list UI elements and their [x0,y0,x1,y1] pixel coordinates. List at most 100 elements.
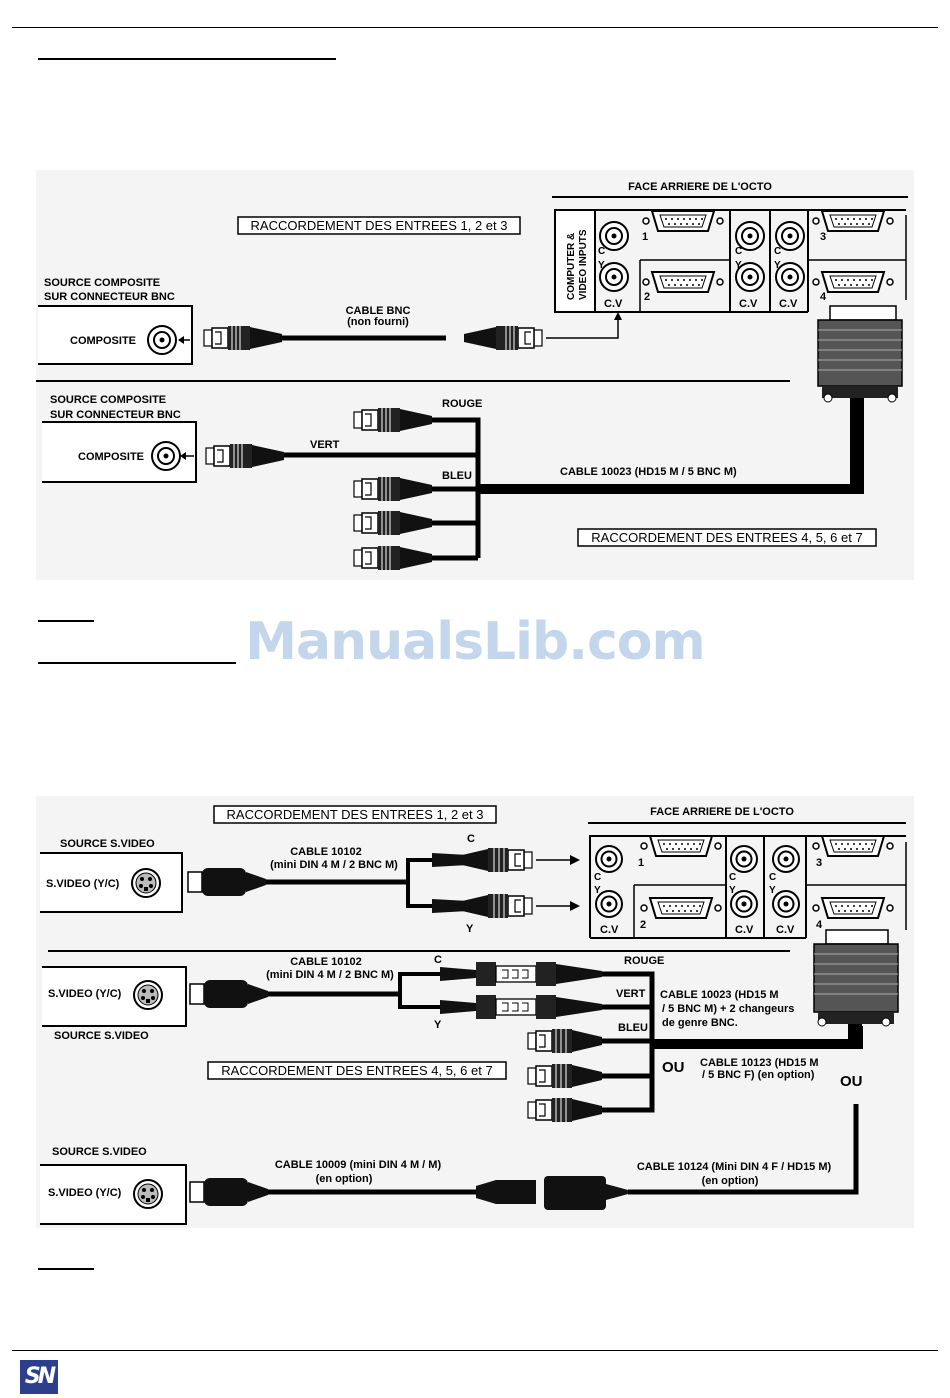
bnc-plug-extra-1 [353,510,433,536]
d2-heading-b: RACCORDEMENT DES ENTREES 4, 5, 6 et 7 [221,1063,492,1078]
d2-input-number-2: 2 [640,919,646,931]
d2-port-cv-label: C.V [735,924,754,936]
d2-heading-a-box [213,805,497,824]
input-panel-label-2: VIDEO INPUTS [578,229,589,300]
d2-svideo-label-3: S.VIDEO (Y/C) [48,1187,122,1199]
label-vert: VERT [310,439,340,451]
input-number-3: 3 [820,231,826,243]
d2-hd15-port-1 [640,835,722,857]
source-1-label: COMPOSITE [70,335,136,347]
d2-port-y-label: Y [729,885,736,896]
d2-y-label: Y [466,923,474,935]
diagram-svideo-connections: RACCORDEMENT DES ENTREES 1, 2 et 3 FACE … [40,805,907,1225]
d2-input-number-1: 1 [638,857,644,869]
brand-logo: SN [20,1360,58,1394]
input-number-4: 4 [820,291,827,303]
bnc-cable-plug-left [203,325,283,351]
d2-bnc-jack-c-1 [595,845,623,873]
label-bleu: BLEU [442,470,472,482]
port-y-label: Y [735,260,742,271]
d2-hd15-port-3 [812,835,894,857]
watermark: ManualsLib.com [245,612,705,672]
d2-mini-din-jack-3 [133,1179,163,1209]
hd15-port-2 [642,271,724,293]
port-cv-label: C.V [604,298,623,310]
port-cv-label: C.V [739,298,758,310]
port-y-label: Y [774,260,781,271]
d2-din-plug-2 [189,979,269,1009]
section-title-underline-1 [38,58,336,60]
footer-rule [12,1350,938,1351]
d2-rear-panel: C Y C.V C Y C.V C Y C.V 1 2 3 4 [589,835,907,939]
d2-cable-10124-sublabel: (en option) [702,1175,759,1187]
port-c-label: C [774,246,781,257]
source-2-label: COMPOSITE [78,451,144,463]
bnc-plug-vert [205,443,285,469]
d2-source-svideo-1: SOURCE S.VIDEO [60,838,155,850]
d2-face-title: FACE ARRIERE DE L'OCTO [650,806,794,818]
input-number-2: 2 [644,291,650,303]
d2-cable-10102-label: CABLE 10102 [290,846,362,858]
cable-bnc-label: CABLE BNC [346,305,411,317]
header-rule [12,27,938,28]
d2-bnc-plug-extra-2 [527,1097,603,1123]
note-underline-1 [38,620,94,622]
d2-cable-10023-line-3: de genre BNC. [662,1017,738,1029]
d2-din-plug-1 [187,867,267,897]
d2-bnc-jack-c-2 [730,845,758,873]
hd15-port-1 [642,210,724,232]
hd15-port-4 [812,271,894,293]
label-rouge: ROUGE [442,398,482,410]
d2-c-label: C [467,833,475,845]
hd15-port-3 [812,210,894,232]
port-c-label: C [735,246,742,257]
d2-cable-10023-line-1: CABLE 10023 (HD15 M [660,989,779,1001]
d2-source-svideo-2: SOURCE S.VIDEO [54,1030,149,1042]
d2-cable-10102-label-2: CABLE 10102 [290,956,362,968]
d2-bnc-jack-c-3 [772,845,800,873]
heading-a: RACCORDEMENT DES ENTREES 1, 2 et 3 [251,218,508,233]
d2-hd15-port-4 [812,897,894,919]
d2-port-y-label: Y [594,885,601,896]
heading-a-box [237,216,521,235]
d2-cable-10023-line-2: / 5 BNC M) + 2 changeurs [662,1003,794,1015]
d2-heading-a: RACCORDEMENT DES ENTREES 1, 2 et 3 [227,807,484,822]
bnc-plug-rouge [353,407,433,433]
source-1-line-2: SUR CONNECTEUR BNC [44,291,175,303]
source-2-bnc-jack [151,441,181,471]
d2-c-label-2: C [434,954,442,966]
d2-din-plug-3 [189,1177,269,1207]
face-title: FACE ARRIERE DE L'OCTO [628,181,772,193]
d2-cable-10009-label: CABLE 10009 (mini DIN 4 M / M) [275,1159,442,1171]
source-1-bnc-jack [147,325,177,355]
d2-port-c-label: C [729,872,736,883]
d2-port-cv-label: C.V [776,924,795,936]
d2-port-y-label: Y [769,885,776,896]
d2-cable-10102-sublabel: (mini DIN 4 M / 2 BNC M) [270,859,398,871]
cable-bnc-sublabel: (non fourni) [347,316,409,328]
d2-port-c-label: C [769,872,776,883]
d2-mini-din-jack-1 [131,868,161,898]
d2-hd15-port-2 [640,897,722,919]
d2-label-bleu: BLEU [618,1022,648,1034]
diagram-composite-connections: FACE ARRIERE DE L'OCTO COMPUTER & VIDEO … [36,181,908,571]
d2-ou-label-1: OU [662,1059,685,1076]
d2-gender-changer-2 [476,995,556,1019]
d2-cable-10123-line-2: / 5 BNC F) (en option) [702,1069,815,1081]
source-2-line-1: SOURCE COMPOSITE [50,394,166,406]
hd15-plug-1 [817,305,903,494]
bnc-cable-plug-right [463,325,543,351]
d2-bnc-jack-y-3 [772,890,800,918]
d2-cable-10123-line-1: CABLE 10123 (HD15 M [700,1057,819,1069]
d2-ou-label-2: OU [840,1073,863,1090]
source-2-line-2: SUR CONNECTEUR BNC [50,409,181,421]
d2-source-svideo-3: SOURCE S.VIDEO [52,1146,147,1158]
d2-bnc-plug-extra-1 [527,1063,603,1089]
d2-bnc-plug-c [457,847,533,873]
cable-10023-label: CABLE 10023 (HD15 M / 5 BNC M) [560,466,737,478]
bnc-plug-extra-2 [353,545,433,571]
section-title-underline-2 [38,662,236,664]
port-y-label: Y [598,260,605,271]
d2-input-number-3: 3 [816,857,822,869]
d2-cable-10009-sublabel: (en option) [316,1173,373,1185]
